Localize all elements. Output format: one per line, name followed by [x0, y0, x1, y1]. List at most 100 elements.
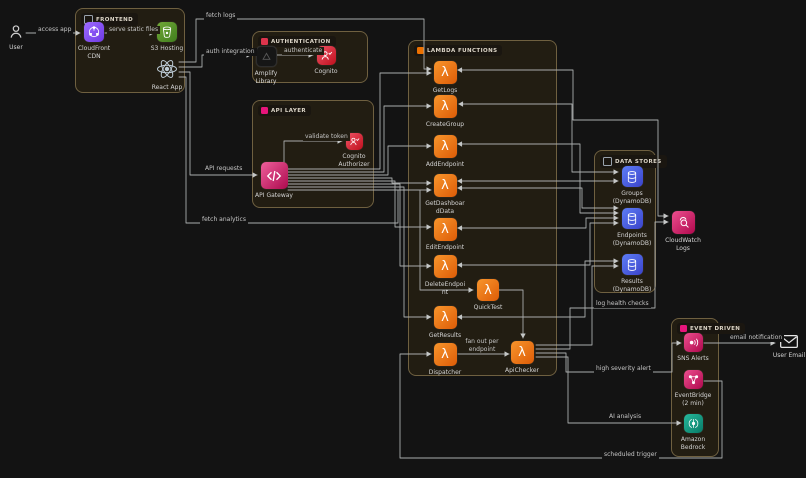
lambda-icon: λ [433, 174, 457, 197]
node-label: Endpoints (DynamoDB) [612, 232, 652, 247]
node-cloudfront[interactable]: CloudFront CDN [64, 22, 124, 61]
node-addendpoint[interactable]: λ AddEndpoint [415, 135, 475, 169]
node-label: EventBridge (2 min) [674, 392, 712, 407]
edge-label-serve-static-files: serve static files [107, 26, 161, 34]
edge-apigateway-creategroup [287, 103, 432, 173]
edge-label-log-health-checks: log health checks [594, 300, 651, 308]
node-label: SNS Alerts [677, 355, 709, 362]
node-getlogs[interactable]: λ GetLogs [415, 61, 475, 95]
node-react-app[interactable]: React App [137, 57, 197, 92]
lambda-icon: λ [433, 61, 457, 84]
node-label: Cognito [314, 68, 338, 75]
lambda-icon: λ [433, 343, 457, 366]
edge-apigateway-cognitoauthorizer [283, 138, 343, 163]
node-results-table[interactable]: Results (DynamoDB) [602, 254, 662, 294]
edge-react-getdashboarddata [178, 76, 432, 224]
node-getresults[interactable]: λ GetResults [415, 306, 475, 340]
edge-label-validate-token: validate token [303, 133, 350, 141]
node-user[interactable]: User [0, 23, 46, 52]
node-editendpoint[interactable]: λ EditEndpoint [415, 218, 475, 252]
edge-apigateway-addendpoint [287, 143, 432, 176]
lambda-icon: λ [433, 306, 457, 329]
edge-label-authenticate: authenticate [282, 47, 325, 55]
node-api-gateway[interactable]: API Gateway [244, 162, 304, 200]
node-label: ApiChecker [505, 367, 539, 374]
node-eventbridge[interactable]: EventBridge (2 min) [663, 370, 723, 408]
edge-eventbridge-dispatcher [399, 351, 723, 459]
dynamodb-icon [621, 254, 643, 275]
edge-label-auth-integration: auth integration [204, 48, 257, 56]
node-label: GetDashboar dData [425, 200, 465, 215]
edge-apigateway-editendpoint [287, 180, 432, 230]
lambda-group-icon [417, 47, 424, 54]
node-label: Amplify Library [254, 70, 278, 85]
node-cloudwatch-logs[interactable]: CloudWatch Logs [653, 211, 713, 253]
lambda-icon: λ [433, 218, 457, 241]
edge-label-high-severity-alert: high severity alert [594, 365, 653, 373]
edge-apichecker-cloudwatch [535, 219, 669, 350]
node-label: User Email [772, 352, 806, 359]
edge-label-scheduled-trigger: scheduled trigger [602, 451, 659, 459]
edge-getlogs-cloudwatch [457, 67, 669, 219]
group-label: AUTHENTICATION [271, 38, 331, 45]
group-label: FRONTEND [96, 16, 134, 23]
event-driven-group-icon [680, 325, 687, 332]
node-label: React App [151, 84, 183, 91]
node-amplify-library[interactable]: Amplify Library [236, 46, 296, 86]
node-label: API Gateway [255, 192, 293, 199]
edge-getdashboarddata-endpointstable [457, 185, 619, 211]
node-label: GetResults [428, 332, 462, 339]
api-gateway-icon [260, 162, 288, 189]
dynamodb-icon [621, 208, 643, 229]
edge-apichecker-bedrock [535, 356, 682, 426]
node-label: DeleteEndpoi nt [424, 281, 466, 296]
node-dispatcher[interactable]: λ Dispatcher [415, 343, 475, 377]
edge-apigateway-quicktest [287, 189, 474, 293]
node-label: CreateGroup [425, 121, 465, 128]
edge-apigateway-getresults [287, 186, 432, 320]
node-label: AddEndpoint [425, 161, 465, 168]
node-label: CloudWatch Logs [665, 237, 701, 252]
edge-quicktest-apichecker [498, 289, 526, 339]
s3-bucket-icon [157, 22, 177, 42]
edge-label-fetch-analytics: fetch analytics [200, 216, 248, 224]
user-icon [7, 23, 25, 41]
group-label: EVENT DRIVEN [690, 325, 741, 332]
node-creategroup[interactable]: λ CreateGroup [415, 95, 475, 129]
node-getdashboarddata[interactable]: λ GetDashboar dData [415, 174, 475, 216]
api-layer-group-icon [261, 107, 268, 114]
node-label: GetLogs [432, 87, 458, 94]
group-label: LAMBDA FUNCTIONS [427, 47, 498, 54]
edge-creategroup-groupstable [458, 101, 619, 175]
node-sns-alerts[interactable]: SNS Alerts [663, 333, 723, 363]
node-label: EditEndpoint [425, 244, 465, 251]
node-apichecker[interactable]: λ ApiChecker [492, 341, 552, 375]
edge-apigateway-getdashboarddata [287, 177, 432, 186]
eventbridge-icon [683, 370, 703, 389]
cloudfront-icon [84, 22, 104, 42]
node-label: Results (DynamoDB) [612, 278, 652, 293]
cloudwatch-icon [671, 211, 695, 234]
lambda-icon: λ [433, 135, 457, 158]
edge-label-api-requests: API requests [203, 165, 245, 173]
node-amazon-bedrock[interactable]: Amazon Bedrock [663, 414, 723, 452]
edge-label-fetch-logs: fetch logs [204, 12, 238, 20]
amplify-icon [255, 46, 277, 67]
edge-apigateway-deleteendpoint [287, 183, 432, 269]
node-label: Amazon Bedrock [680, 436, 706, 451]
edge-react-apigateway [178, 71, 258, 178]
edge-label-access-app: access app [36, 26, 74, 34]
node-s3-hosting[interactable]: S3 Hosting [137, 22, 197, 53]
node-label: QuickTest [473, 304, 503, 311]
react-icon [155, 57, 179, 81]
edge-label-email-notification: email notification [728, 334, 785, 342]
sns-icon [683, 333, 703, 352]
edge-addendpoint-endpointstable [457, 141, 619, 216]
node-label: CloudFront CDN [77, 45, 111, 60]
lambda-icon: λ [510, 341, 534, 364]
node-deleteendpoint[interactable]: λ DeleteEndpoi nt [415, 255, 475, 297]
node-groups-table[interactable]: Groups (DynamoDB) [602, 166, 662, 206]
node-label: Groups (DynamoDB) [612, 190, 652, 205]
dynamodb-icon [621, 166, 643, 187]
